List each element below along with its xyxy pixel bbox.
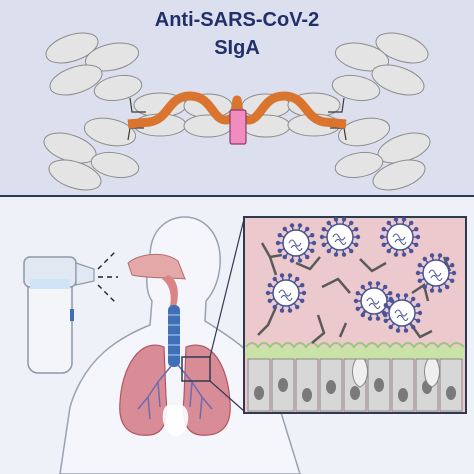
goblet-cell [352,358,368,388]
zoom-line-bottom [209,380,245,412]
fab-arm-upper-right [331,32,429,102]
nebulizer-icon [23,256,95,374]
virus-icon [275,223,317,263]
virus-icon [319,217,361,257]
fab-arm-lower-left [43,117,140,191]
nasal-oral-cavity [127,254,186,280]
siga-structure-panel: Anti-SARS-CoV-2 SIgA [0,0,474,197]
airway-inset-icon [243,216,467,414]
fab-arm-upper-left [45,32,143,102]
delivery-panel [0,197,474,474]
fab-arm-lower-right [334,117,431,191]
virus-icon [353,281,395,321]
secretory-component-chain [127,91,347,129]
panel-title-line-1: Anti-SARS-CoV-2 [154,9,320,31]
j-chain [229,109,247,145]
lungs-icon [119,344,231,437]
virus-icon [265,273,307,313]
delivery-illustration [23,216,467,474]
virus-icon [381,293,423,333]
lung-zoom-box [181,356,211,382]
antibody-network [257,242,452,344]
pharynx [162,275,178,307]
aerosol-lines [97,250,118,304]
goblet-cell [424,358,440,388]
trachea [168,305,180,367]
virus-layer [265,217,457,333]
virus-icon [415,253,457,293]
siga-antibody-icon [43,32,431,191]
virus-icon [379,217,421,257]
zoom-line-top [209,218,245,358]
panel-title-line-2: SIgA [214,37,260,59]
